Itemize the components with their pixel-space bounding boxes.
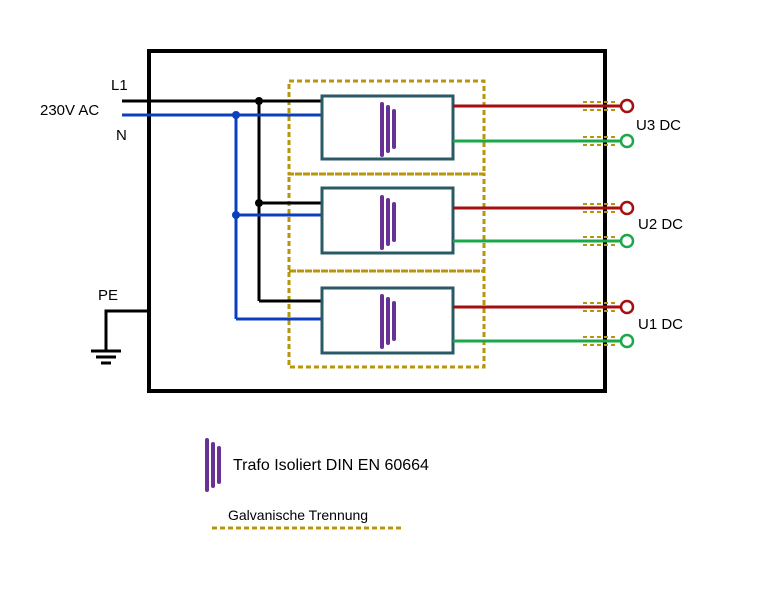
isolation-boundary-u2 (287, 172, 486, 273)
terminal-ring-icon (619, 133, 635, 149)
terminal-ring-icon (619, 98, 635, 114)
ground-icon (91, 349, 121, 365)
legend: Trafo Isoliert DIN EN 60664 Galvanische … (205, 438, 429, 530)
output-label-u3: U3 DC (636, 117, 681, 134)
terminal-ring-icon (619, 333, 635, 349)
terminal-ring-icon (619, 299, 635, 315)
output-label-u1: U1 DC (638, 316, 683, 333)
n-junction-top (232, 111, 240, 119)
output-terminals (619, 98, 635, 349)
terminal-ring-icon (619, 233, 635, 249)
n-label: N (116, 127, 127, 144)
l1-wiring (122, 97, 322, 303)
enclosure-box (147, 49, 607, 393)
transformer-module-u1 (320, 286, 455, 355)
n-junction-mid (232, 211, 240, 219)
transformer-core-icon (380, 102, 396, 157)
pe-wiring (91, 309, 149, 365)
transformer-module-u3 (320, 94, 455, 161)
transformer-core-icon (205, 438, 221, 492)
pe-label: PE (98, 287, 118, 304)
isolation-boundaries (287, 79, 486, 369)
l1-junction-mid (255, 199, 263, 207)
transformer-core-icon (380, 294, 396, 349)
transformer-module-u2 (320, 186, 455, 255)
output-label-u2: U2 DC (638, 216, 683, 233)
legend-isolation-text: Galvanische Trennung (228, 507, 368, 523)
n-wiring (122, 111, 322, 321)
supply-voltage-label: 230V AC (40, 102, 99, 119)
l1-junction-top (255, 97, 263, 105)
transformer-core-icon (380, 195, 396, 250)
isolation-boundary-u1 (287, 269, 486, 369)
l1-label: L1 (111, 77, 128, 94)
pe-wire (104, 309, 149, 350)
terminal-ring-icon (619, 200, 635, 216)
output-wiring (453, 104, 620, 343)
output-isolation-marks (583, 101, 618, 346)
legend-trafo-text: Trafo Isoliert DIN EN 60664 (233, 457, 429, 474)
